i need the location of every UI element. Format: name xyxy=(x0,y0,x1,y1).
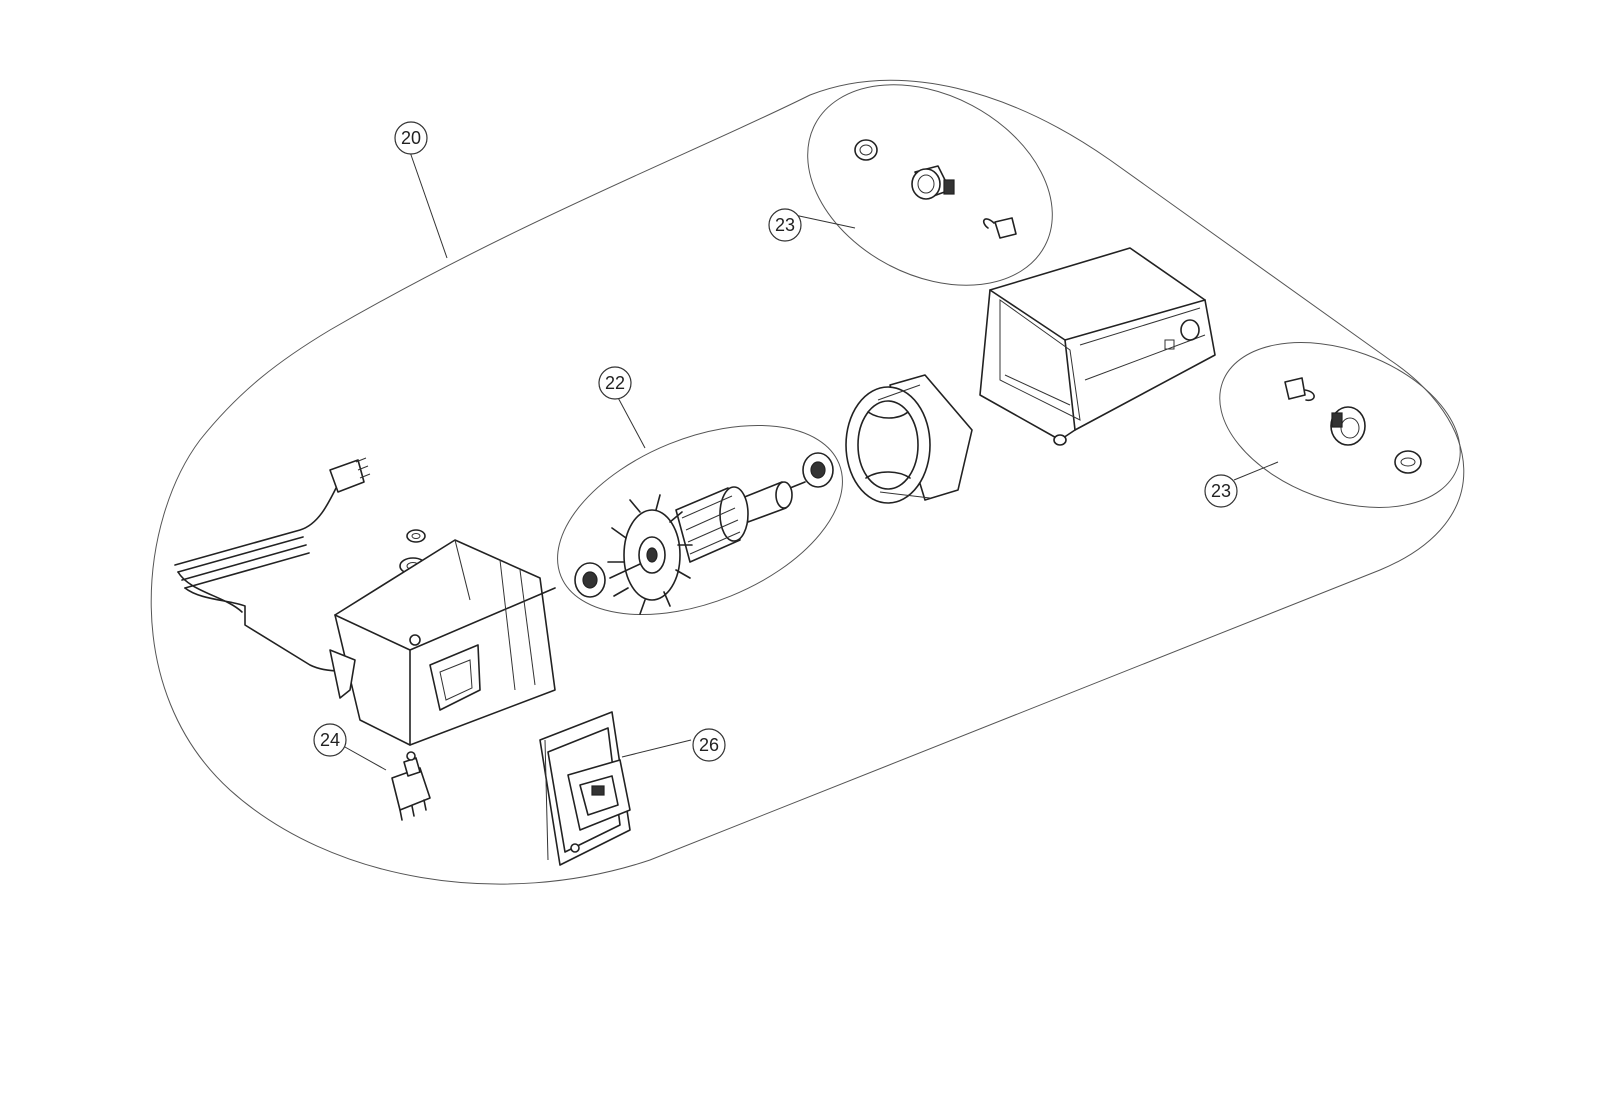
callout-20-label: 20 xyxy=(401,128,421,148)
carbon-brush-right xyxy=(1284,377,1315,402)
callout-23-top-label: 23 xyxy=(775,215,795,235)
leader-22 xyxy=(614,391,646,449)
carbon-brush-top xyxy=(982,217,1017,239)
leader-23-top xyxy=(789,213,856,229)
armature xyxy=(574,452,834,615)
callout-20: 20 xyxy=(394,121,428,155)
stator xyxy=(845,374,973,504)
callout-26-label: 26 xyxy=(699,735,719,755)
fan xyxy=(607,494,693,615)
callout-22: 22 xyxy=(598,366,632,400)
washer-small xyxy=(406,529,426,543)
rear-cover xyxy=(329,539,556,746)
cable-harness xyxy=(174,457,381,672)
callout-24: 24 xyxy=(313,723,347,757)
callout-23-right: 23 xyxy=(1204,474,1238,508)
callout-26: 26 xyxy=(692,728,726,762)
brush-cap-top xyxy=(854,139,878,161)
callout-23-right-label: 23 xyxy=(1211,481,1231,501)
callout-22-label: 22 xyxy=(605,373,625,393)
assembly-outline-20 xyxy=(150,79,1465,885)
callout-23-top: 23 xyxy=(768,208,802,242)
armature-group-outline xyxy=(557,424,843,616)
leader-26 xyxy=(621,739,692,758)
brush-group-outline-right xyxy=(1219,342,1461,508)
brush-holder-top xyxy=(911,165,955,200)
cable-connector xyxy=(329,457,371,493)
micro-switch xyxy=(391,751,431,821)
brush-holder-right xyxy=(1330,406,1366,446)
brush-group-outline-top xyxy=(807,84,1053,286)
brush-cap-right xyxy=(1394,450,1422,474)
leader-20 xyxy=(409,151,448,259)
leader-23-right xyxy=(1233,461,1279,481)
switch-box xyxy=(539,711,631,866)
motor-housing xyxy=(979,247,1216,446)
callout-24-label: 24 xyxy=(320,730,340,750)
